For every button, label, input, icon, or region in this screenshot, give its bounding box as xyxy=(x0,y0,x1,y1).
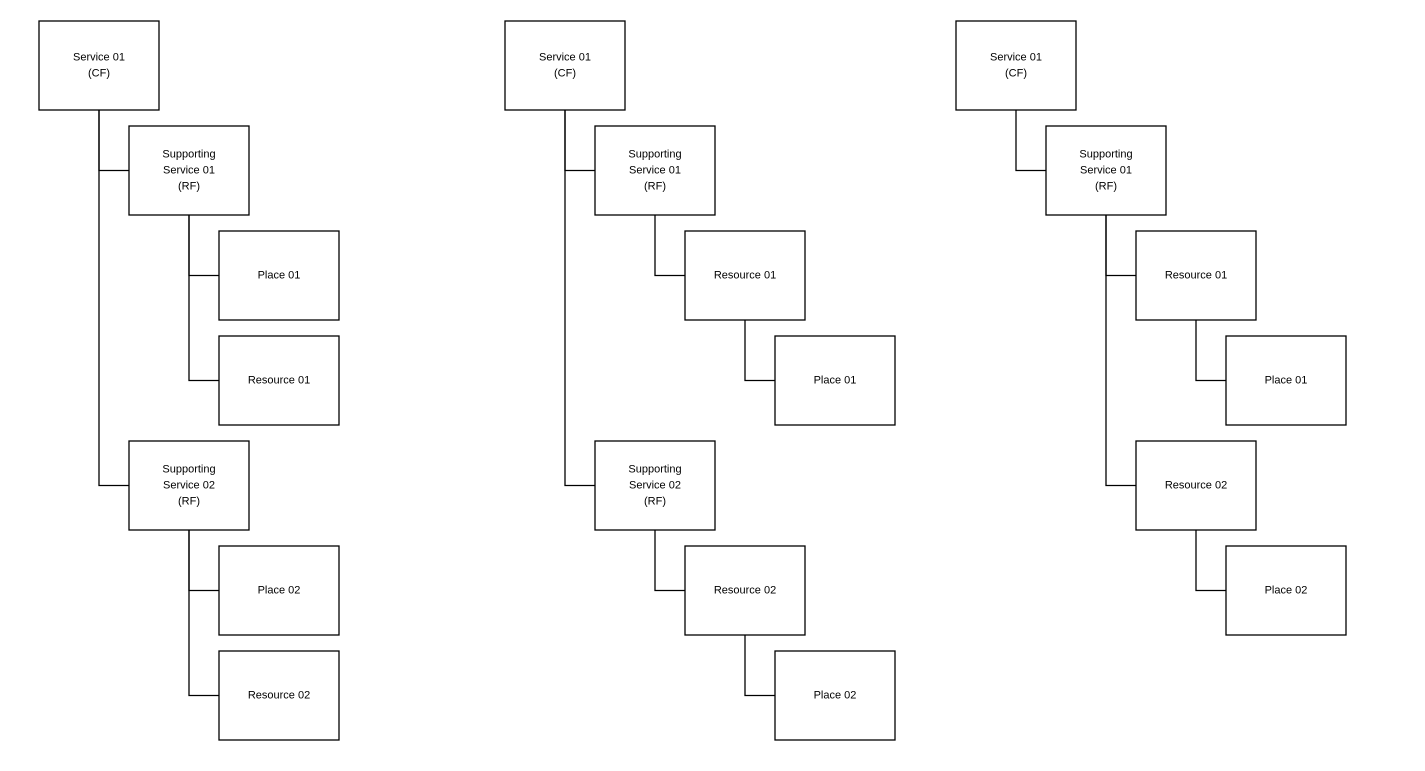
node-b7: Place 02 xyxy=(774,650,896,741)
node-label-line: (RF) xyxy=(644,181,666,193)
node-label-line: (CF) xyxy=(88,68,110,80)
node-label-line: Resource 01 xyxy=(248,375,310,387)
connector-c2-c3 xyxy=(1105,215,1136,277)
node-label-line: Resource 01 xyxy=(1165,270,1227,282)
connector-a2-a3 xyxy=(188,215,219,277)
node-box xyxy=(128,125,250,216)
node-label-line: Supporting xyxy=(1079,149,1132,161)
node-box xyxy=(1225,335,1347,426)
node-box xyxy=(774,650,896,741)
node-b1: Service 01 (CF) xyxy=(504,20,626,111)
node-box xyxy=(594,125,716,216)
node-a4: Resource 01 xyxy=(218,335,340,426)
node-box xyxy=(774,335,896,426)
connector-b3-b4 xyxy=(744,320,775,382)
node-a3: Place 01 xyxy=(218,230,340,321)
connector-b6-b7 xyxy=(744,635,775,697)
node-label-line: Resource 01 xyxy=(714,270,776,282)
connector-c3-c4 xyxy=(1195,320,1226,382)
node-label-line: Place 02 xyxy=(1265,585,1308,597)
connector-b1-b5 xyxy=(564,110,595,487)
node-box xyxy=(1135,230,1257,321)
node-label-line: Resource 02 xyxy=(714,585,776,597)
node-label-line: Resource 02 xyxy=(1165,480,1227,492)
node-box xyxy=(38,20,160,111)
connector-c2-c5 xyxy=(1105,215,1136,487)
node-label-line: Service 01 xyxy=(629,165,681,177)
node-c5: Resource 02 xyxy=(1135,440,1257,531)
node-box xyxy=(1225,545,1347,636)
node-label-line: Supporting xyxy=(628,149,681,161)
node-label-line: (CF) xyxy=(554,68,576,80)
connector-b5-b6 xyxy=(654,530,685,592)
node-box xyxy=(504,20,626,111)
node-label-line: Place 01 xyxy=(258,270,301,282)
connector-a2-a4 xyxy=(188,215,219,382)
node-box xyxy=(218,230,340,321)
connector-a1-a2 xyxy=(98,110,129,172)
connector-a5-a7 xyxy=(188,530,219,697)
node-label-line: Service 01 xyxy=(73,52,125,64)
node-label-line: Supporting xyxy=(628,464,681,476)
node-box xyxy=(1135,440,1257,531)
node-c1: Service 01 (CF) xyxy=(955,20,1077,111)
node-box xyxy=(128,440,250,531)
node-a1: Service 01 (CF) xyxy=(38,20,160,111)
node-label-line: Supporting xyxy=(162,149,215,161)
node-label-line: Service 01 xyxy=(990,52,1042,64)
node-label-line: (RF) xyxy=(178,181,200,193)
node-label-line: Place 02 xyxy=(814,690,857,702)
node-a6: Place 02 xyxy=(218,545,340,636)
node-box xyxy=(1045,125,1167,216)
node-box xyxy=(684,230,806,321)
node-label-line: Place 01 xyxy=(1265,375,1308,387)
node-a7: Resource 02 xyxy=(218,650,340,741)
connector-c1-c2 xyxy=(1015,110,1046,172)
node-label-line: (RF) xyxy=(644,496,666,508)
node-box xyxy=(594,440,716,531)
node-c6: Place 02 xyxy=(1225,545,1347,636)
node-label-line: Service 02 xyxy=(163,480,215,492)
node-box xyxy=(684,545,806,636)
node-box xyxy=(218,545,340,636)
node-label-line: Resource 02 xyxy=(248,690,310,702)
node-label-line: Place 01 xyxy=(814,375,857,387)
connector-layer xyxy=(98,110,1226,697)
node-b4: Place 01 xyxy=(774,335,896,426)
node-label-line: Service 01 xyxy=(539,52,591,64)
node-c3: Resource 01 xyxy=(1135,230,1257,321)
node-label-line: Place 02 xyxy=(258,585,301,597)
node-label-line: Service 01 xyxy=(163,165,215,177)
connector-b2-b3 xyxy=(654,215,685,277)
node-label-line: Service 02 xyxy=(629,480,681,492)
node-box xyxy=(218,335,340,426)
node-box xyxy=(218,650,340,741)
connector-a5-a6 xyxy=(188,530,219,592)
node-box xyxy=(955,20,1077,111)
connector-c5-c6 xyxy=(1195,530,1226,592)
node-c4: Place 01 xyxy=(1225,335,1347,426)
node-b6: Resource 02 xyxy=(684,545,806,636)
node-label-line: (RF) xyxy=(178,496,200,508)
node-label-line: Supporting xyxy=(162,464,215,476)
connector-b1-b2 xyxy=(564,110,595,172)
node-label-line: Service 01 xyxy=(1080,165,1132,177)
node-label-line: (RF) xyxy=(1095,181,1117,193)
connector-a1-a5 xyxy=(98,110,129,487)
node-b3: Resource 01 xyxy=(684,230,806,321)
node-label-line: (CF) xyxy=(1005,68,1027,80)
